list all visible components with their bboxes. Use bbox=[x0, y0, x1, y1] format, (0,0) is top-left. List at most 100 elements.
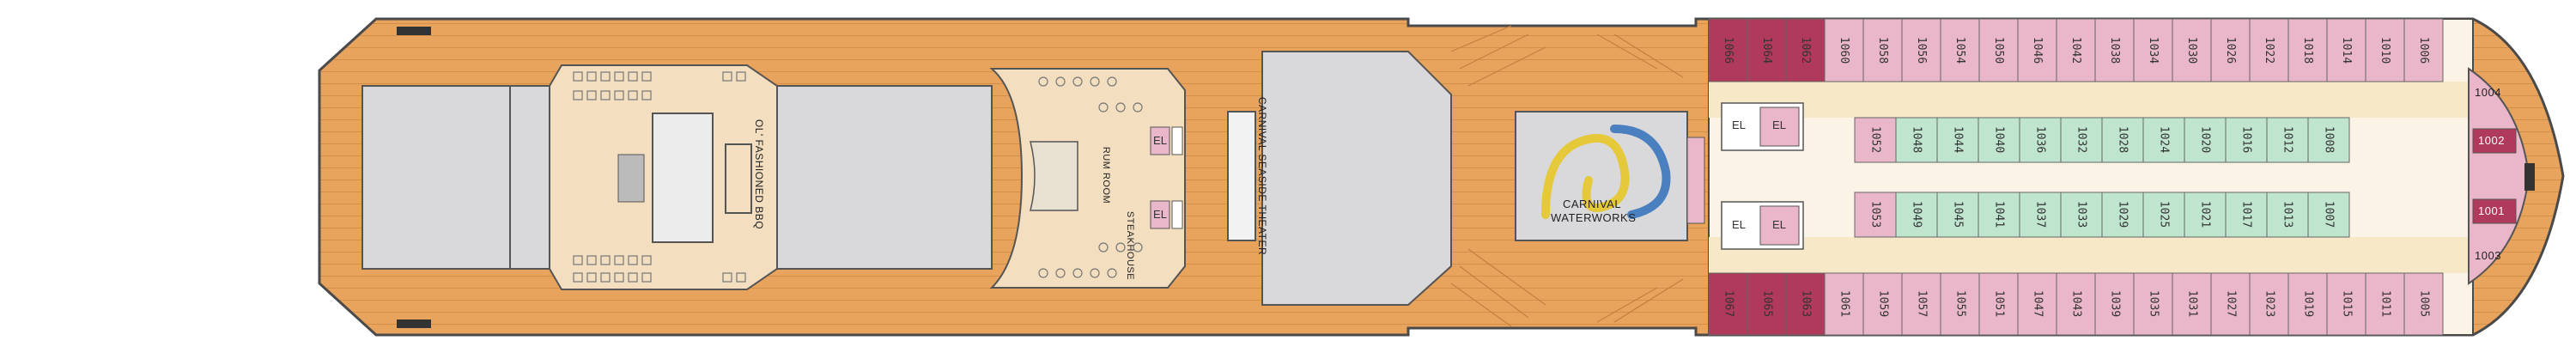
waterworks-label-1: CARNIVAL bbox=[1563, 198, 1622, 210]
cabin-1035[interactable] bbox=[2133, 272, 2173, 336]
cabin-1021[interactable] bbox=[2184, 192, 2227, 238]
cabin-number-1044: 1044 bbox=[1951, 125, 1965, 154]
cabin-number-1029: 1029 bbox=[2116, 200, 2129, 228]
cabin-1034[interactable] bbox=[2133, 18, 2173, 82]
cabin-1049[interactable] bbox=[1895, 192, 1938, 238]
cabin-number-1026: 1026 bbox=[2224, 36, 2237, 64]
cabin-1030[interactable] bbox=[2172, 18, 2212, 82]
cabin-1027[interactable] bbox=[2210, 272, 2251, 336]
cabin-number-1006: 1006 bbox=[2417, 36, 2430, 64]
cabin-1054[interactable] bbox=[1940, 18, 1980, 82]
cabin-1060[interactable] bbox=[1824, 18, 1864, 82]
cabin-number-1049: 1049 bbox=[1910, 200, 1923, 228]
cabin-1050[interactable] bbox=[1978, 18, 2019, 82]
cabin-1043[interactable] bbox=[2056, 272, 2096, 336]
cabin-1066[interactable] bbox=[1708, 18, 1748, 82]
steakhouse-label: STEAKHOUSE bbox=[1125, 210, 1136, 281]
el-label-3: EL bbox=[1732, 218, 1746, 231]
cabin-1047[interactable] bbox=[2017, 272, 2057, 336]
cabin-number-1042: 1042 bbox=[2069, 36, 2082, 64]
cabin-number-1055: 1055 bbox=[1953, 289, 1966, 318]
cabin-1036[interactable] bbox=[2019, 117, 2062, 163]
suite-number-1002: 1002 bbox=[2478, 134, 2505, 147]
steakhouse-el-block-2 bbox=[1171, 200, 1183, 229]
cabin-number-1032: 1032 bbox=[2075, 125, 2088, 154]
el-pink-1 bbox=[1759, 106, 1800, 147]
cabin-1064[interactable] bbox=[1747, 18, 1787, 82]
cabin-1051[interactable] bbox=[1978, 272, 2019, 336]
cabin-number-1043: 1043 bbox=[2069, 289, 2082, 318]
cabin-1014[interactable] bbox=[2326, 18, 2366, 82]
waterslide-blue bbox=[1610, 125, 1671, 219]
cabin-1067[interactable] bbox=[1708, 272, 1748, 336]
cabin-1065[interactable] bbox=[1747, 272, 1787, 336]
cabin-number-1010: 1010 bbox=[2379, 36, 2391, 64]
cabin-1022[interactable] bbox=[2249, 18, 2289, 82]
cabin-number-1007: 1007 bbox=[2322, 200, 2336, 228]
cabin-1015[interactable] bbox=[2326, 272, 2366, 336]
steakhouse-pink-2 bbox=[1150, 200, 1170, 229]
cabin-number-1053: 1053 bbox=[1868, 200, 1882, 228]
cabin-1048[interactable] bbox=[1895, 117, 1938, 163]
cabin-1063[interactable] bbox=[1785, 272, 1826, 336]
waterworks-label-2: WATERWORKS bbox=[1551, 211, 1637, 224]
cabin-1046[interactable] bbox=[2017, 18, 2057, 82]
cabin-1041[interactable] bbox=[1978, 192, 2020, 238]
cabin-number-1005: 1005 bbox=[2417, 289, 2430, 318]
cabin-number-1066: 1066 bbox=[1722, 36, 1735, 64]
cabin-1040[interactable] bbox=[1978, 117, 2020, 163]
cabin-1025[interactable] bbox=[2142, 192, 2185, 238]
cabin-number-1017: 1017 bbox=[2239, 200, 2253, 228]
cabin-1012[interactable] bbox=[2266, 117, 2309, 163]
cabin-1011[interactable] bbox=[2365, 272, 2405, 336]
cabin-number-1040: 1040 bbox=[1992, 125, 2006, 154]
cabin-1061[interactable] bbox=[1824, 272, 1864, 336]
cabin-1007[interactable] bbox=[2307, 192, 2350, 238]
steakhouse-area bbox=[989, 68, 1186, 289]
el-label-5: EL bbox=[1153, 134, 1167, 147]
cabin-1010[interactable] bbox=[2365, 18, 2405, 82]
cabin-1024[interactable] bbox=[2142, 117, 2185, 163]
cabin-number-1022: 1022 bbox=[2263, 36, 2275, 64]
cabin-1056[interactable] bbox=[1901, 18, 1941, 82]
cabin-1053[interactable] bbox=[1854, 192, 1897, 238]
cabin-number-1015: 1015 bbox=[2340, 289, 2353, 318]
steakhouse-el-block-1 bbox=[1171, 126, 1183, 155]
cabin-1052[interactable] bbox=[1854, 117, 1897, 163]
cabin-1042[interactable] bbox=[2056, 18, 2096, 82]
cabin-1045[interactable] bbox=[1936, 192, 1979, 238]
waterworks-area bbox=[1515, 111, 1688, 241]
cabin-1055[interactable] bbox=[1940, 272, 1980, 336]
cabin-number-1058: 1058 bbox=[1876, 36, 1889, 64]
cabin-1008[interactable] bbox=[2307, 117, 2350, 163]
waterslide-yellow bbox=[1541, 134, 1630, 219]
cabin-number-1030: 1030 bbox=[2185, 36, 2198, 64]
cabin-1059[interactable] bbox=[1862, 272, 1903, 336]
cabin-number-1048: 1048 bbox=[1910, 125, 1923, 154]
cabin-1005[interactable] bbox=[2403, 272, 2444, 336]
cabin-1062[interactable] bbox=[1785, 18, 1826, 82]
cabin-number-1059: 1059 bbox=[1876, 289, 1889, 318]
cabin-number-1063: 1063 bbox=[1799, 289, 1812, 318]
cabin-1058[interactable] bbox=[1862, 18, 1903, 82]
el-label-2: EL bbox=[1772, 119, 1786, 131]
suite-number-1003: 1003 bbox=[2475, 249, 2501, 262]
cabin-number-1064: 1064 bbox=[1760, 36, 1773, 64]
cabin-1006[interactable] bbox=[2403, 18, 2444, 82]
stairs-aft bbox=[617, 154, 645, 203]
cabin-1037[interactable] bbox=[2019, 192, 2062, 238]
cabin-number-1027: 1027 bbox=[2224, 289, 2237, 318]
cabin-1018[interactable] bbox=[2287, 18, 2328, 82]
cabin-number-1056: 1056 bbox=[1915, 36, 1928, 64]
cabin-number-1033: 1033 bbox=[2075, 200, 2088, 228]
cabin-1032[interactable] bbox=[2060, 117, 2103, 163]
cabin-1044[interactable] bbox=[1936, 117, 1979, 163]
cabin-number-1031: 1031 bbox=[2185, 289, 2198, 318]
cabin-number-1035: 1035 bbox=[2147, 289, 2160, 318]
bbq-tables bbox=[573, 71, 746, 283]
cabin-1026[interactable] bbox=[2210, 18, 2251, 82]
cabin-1057[interactable] bbox=[1901, 272, 1941, 336]
cabin-1017[interactable] bbox=[2225, 192, 2268, 238]
cabin-1013[interactable] bbox=[2266, 192, 2309, 238]
